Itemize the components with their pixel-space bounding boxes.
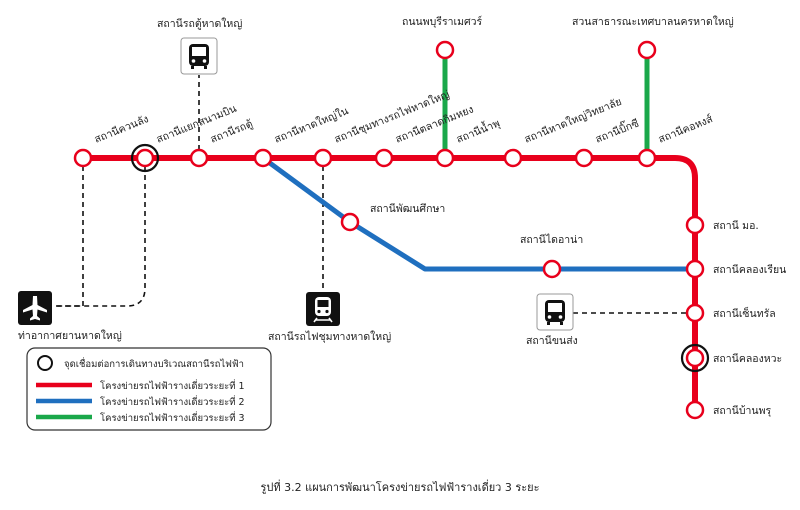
label-phatthana-suksa: สถานีพัฒนศึกษา xyxy=(370,202,445,215)
label-ban-phru: สถานีบ้านพรุ xyxy=(713,404,772,417)
label-dao-na: สถานีไดอาน่า xyxy=(520,233,583,246)
poi-train-station[interactable]: สถานีรถไฟชุมทางหาดใหญ่ xyxy=(268,292,391,343)
label-kuanlang: สถานีควนลัง xyxy=(92,112,150,146)
station-labels-rotated: สถานีควนลัง สถานีแยกสนามบิน สถานีรถตู้ ส… xyxy=(92,88,715,146)
label-big-c: สถานีบิ๊กซี xyxy=(593,115,641,146)
interchange-rings xyxy=(130,143,710,373)
legend-line3: โครงข่ายรถไฟฟ้ารางเดี่ยวระยะที่ 3 xyxy=(100,411,245,424)
poi-bus-terminal[interactable]: สถานีขนส่ง xyxy=(526,293,578,347)
label-khlong-hae: สถานีคลองหวะ xyxy=(713,352,782,365)
station-dao-na[interactable] xyxy=(542,259,562,279)
line2-track xyxy=(261,155,695,272)
bus-icon xyxy=(536,293,574,331)
label-train-station: สถานีรถไฟชุมทางหาดใหญ่ xyxy=(268,330,391,343)
label-airport: ท่าอากาศยานหาดใหญ่ xyxy=(18,329,122,342)
label-chumtang: สถานีชุมทางรถไฟหาดใหญ่ xyxy=(332,88,451,146)
station-hatyai-wittaya[interactable] xyxy=(503,148,523,168)
line-2 xyxy=(261,155,695,272)
poi-airport[interactable]: ท่าอากาศยานหาดใหญ่ xyxy=(18,291,122,342)
station-nam-phu[interactable] xyxy=(435,148,455,168)
label-mor: สถานี มอ. xyxy=(713,219,759,232)
connector-kuanlang-airport xyxy=(52,166,84,307)
station-labels: สถานี มอ. สถานีคลองเรียน สถานีเซ็นทรัล ส… xyxy=(370,15,786,417)
station-big-c[interactable] xyxy=(574,148,594,168)
station-phatthana-suksa[interactable] xyxy=(340,212,360,232)
label-khlong-rian: สถานีคลองเรียน xyxy=(713,263,786,276)
station-khlong-hae[interactable] xyxy=(685,348,705,368)
label-suan-satharana: สวนสาธารณะเทศบาลนครหาดใหญ่ xyxy=(572,15,734,28)
line1-track xyxy=(83,155,698,410)
station-khlong-rian[interactable] xyxy=(685,259,705,279)
train-icon xyxy=(306,292,340,326)
label-bus-terminal: สถานีขนส่ง xyxy=(526,334,578,347)
station-chumtang[interactable] xyxy=(313,148,333,168)
stations xyxy=(73,40,705,420)
label-thanon-phetkasem: ถนนพบุรีราเมศวร์ xyxy=(402,15,483,28)
legend-interchange: จุดเชื่อมต่อการเดินทางบริเวณสถานีรถไฟฟ้า xyxy=(64,357,244,370)
airplane-icon xyxy=(18,291,52,325)
legend-line1: โครงข่ายรถไฟฟ้ารางเดี่ยวระยะที่ 1 xyxy=(100,379,245,392)
legend-line2: โครงข่ายรถไฟฟ้ารางเดี่ยวระยะที่ 2 xyxy=(100,395,245,408)
legend-box xyxy=(26,347,272,431)
station-talad-kimyong[interactable] xyxy=(374,148,394,168)
station-yaek-sanambin[interactable] xyxy=(135,148,155,168)
connector-links xyxy=(52,75,687,314)
poi-van-station[interactable]: สถานีรถตู้หาดใหญ่ xyxy=(157,17,242,75)
station-mor[interactable] xyxy=(685,215,705,235)
station-rot-tu[interactable] xyxy=(189,148,209,168)
bus-icon xyxy=(180,37,218,75)
station-ban-phru[interactable] xyxy=(685,400,705,420)
figure-caption: รูปที่ 3.2 แผนการพัฒนาโครงข่ายรถไฟฟ้าราง… xyxy=(261,479,540,494)
station-khophong[interactable] xyxy=(637,148,657,168)
interchange-yaek-sanambin xyxy=(130,143,160,173)
label-van-station: สถานีรถตู้หาดใหญ่ xyxy=(157,17,242,30)
station-hatyai-nai[interactable] xyxy=(253,148,273,168)
station-suan-satharana[interactable] xyxy=(637,40,657,60)
label-central: สถานีเซ็นทรัล xyxy=(713,306,776,320)
label-khophong: สถานีคอหงส์ xyxy=(656,112,715,146)
line-1 xyxy=(83,155,698,410)
interchange-khlong-hae xyxy=(680,343,710,373)
line-3-branches xyxy=(442,55,650,158)
legend-interchange-icon xyxy=(37,355,53,371)
legend: จุดเชื่อมต่อการเดินทางบริเวณสถานีรถไฟฟ้า… xyxy=(26,347,272,431)
station-central[interactable] xyxy=(685,303,705,323)
connector-yaeksanambin-airport xyxy=(56,166,146,307)
station-thanon-phetkasem[interactable] xyxy=(435,40,455,60)
station-kuanlang[interactable] xyxy=(73,148,93,168)
